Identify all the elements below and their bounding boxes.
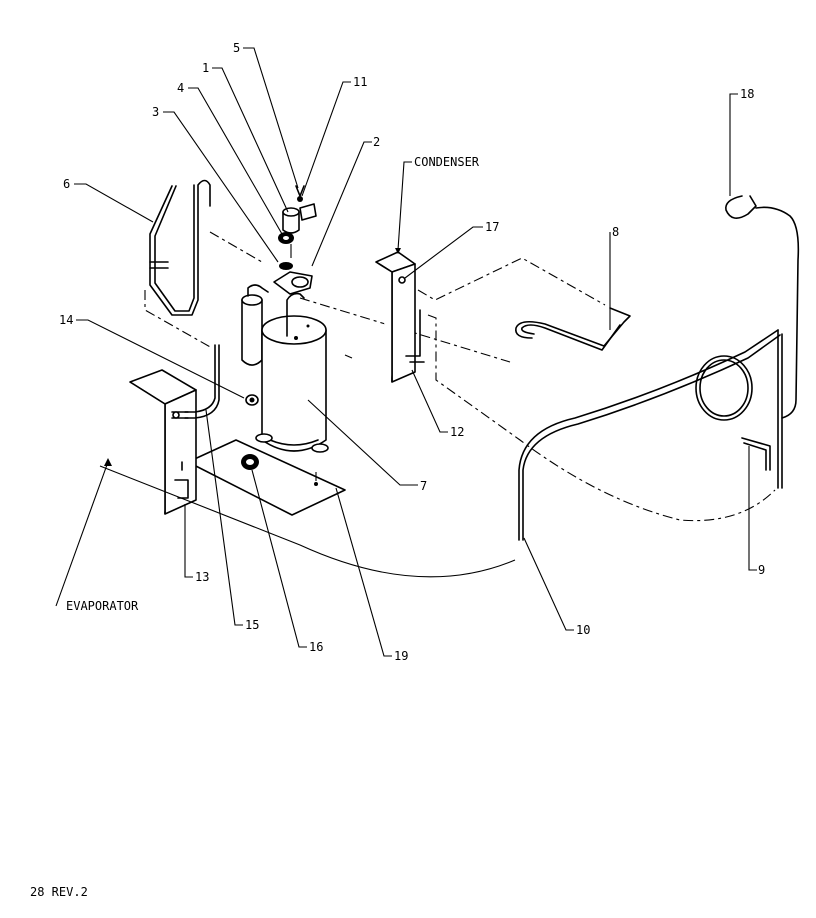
terminal-cover-parts [273, 185, 317, 295]
callout-17: 17 [485, 220, 499, 234]
leader-lines [55, 47, 757, 657]
capillary-18 [725, 195, 800, 419]
callout-12: 12 [450, 425, 464, 439]
callout-18: 18 [740, 87, 754, 101]
callout-7: 7 [420, 479, 427, 493]
evaporator-box [129, 369, 197, 515]
callout-2: 2 [373, 135, 380, 149]
callout-19: 19 [394, 649, 408, 663]
callout-16: 16 [309, 640, 323, 654]
grommet-16 [241, 454, 259, 470]
callout-11: 11 [353, 75, 367, 89]
callout-14: 14 [59, 313, 73, 327]
callout-4: 4 [177, 81, 184, 95]
compressor-base-plate [187, 439, 346, 516]
tube-6 [149, 179, 211, 316]
washer-14 [245, 394, 259, 406]
suction-tube [184, 344, 220, 419]
callout-15: 15 [245, 618, 259, 632]
tube-8 [515, 307, 631, 351]
callout-13: 13 [195, 570, 209, 584]
revision-footer: 28 REV.2 [30, 885, 88, 899]
callout-1: 1 [202, 61, 209, 75]
callout-6: 6 [63, 177, 70, 191]
callout-9: 9 [758, 563, 765, 577]
condenser-label: CONDENSER [414, 155, 480, 169]
tube-9 [741, 437, 771, 471]
evaporator-label: EVAPORATOR [66, 599, 139, 613]
callout-10: 10 [576, 623, 590, 637]
callout-labels: 1 2 3 4 5 6 7 8 9 10 11 12 13 14 15 16 1… [30, 41, 765, 899]
evaporator-line [99, 465, 516, 578]
callout-8: 8 [612, 225, 619, 239]
fan-orifice [695, 355, 753, 421]
condenser-panel [375, 251, 425, 383]
tube-10 [518, 329, 783, 541]
callout-3: 3 [152, 105, 159, 119]
callout-5: 5 [233, 41, 240, 55]
compressor [255, 292, 329, 453]
